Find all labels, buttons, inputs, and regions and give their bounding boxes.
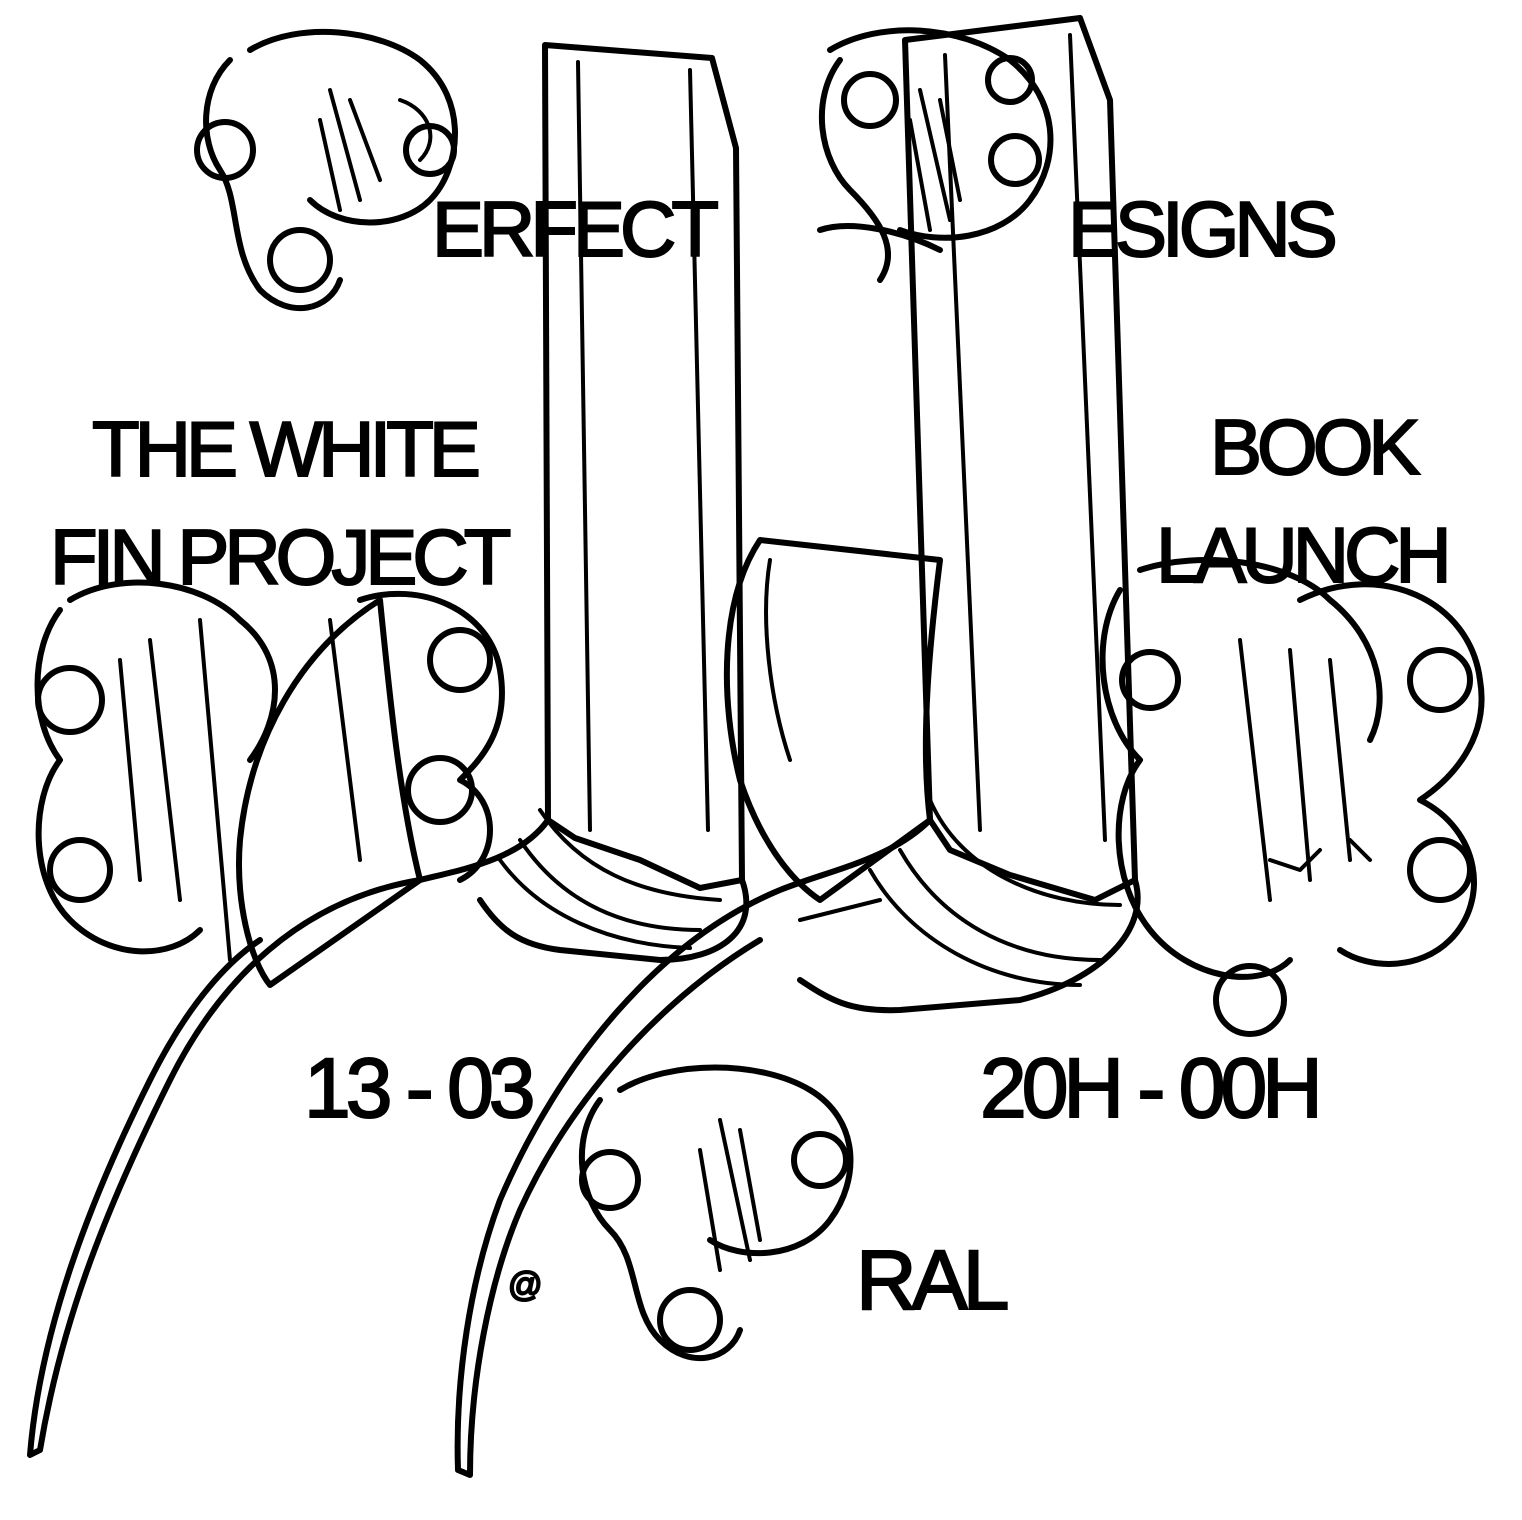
- right-boot-heel: [723, 537, 943, 903]
- ornamental-letter-b-icon: [1099, 557, 1485, 1037]
- header-left-text: ERFECT: [431, 185, 720, 273]
- left-boot-foot: [27, 817, 551, 1458]
- right-boot-shaft: [902, 15, 1138, 903]
- ornamental-letter-p-icon: [194, 28, 458, 311]
- left-boot-shaft: [542, 42, 745, 891]
- right-block-line1: BOOK: [1209, 403, 1421, 491]
- left-block-line2: FIN PROJECT: [49, 513, 512, 601]
- ornamental-letter-c-icon: [578, 1064, 854, 1361]
- right-block-line2: LAUNCH: [1155, 511, 1453, 599]
- left-block-line1: THE WHITE: [91, 405, 482, 493]
- left-boot-heel: [236, 597, 423, 988]
- event-time: 20H - 00H: [979, 1041, 1324, 1135]
- venue-at-sign: @: [507, 1266, 543, 1304]
- event-date: 13 - 03: [303, 1041, 537, 1135]
- venue-text: RAL: [855, 1233, 1010, 1327]
- ornamental-letter-h-icon: [34, 579, 505, 955]
- header-right-text: ESIGNS: [1067, 185, 1339, 273]
- right-boot-foot: [454, 817, 933, 1478]
- ornamental-letter-d-icon: [817, 27, 1054, 283]
